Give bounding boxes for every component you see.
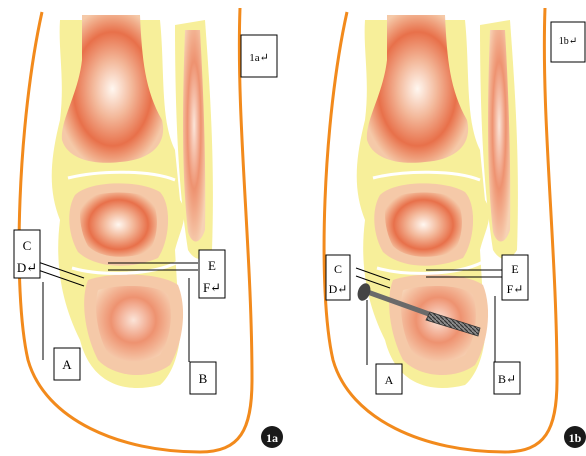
label-e-1a: E xyxy=(208,258,216,273)
label-a-1a: A xyxy=(62,357,72,372)
label-a-1b: A xyxy=(385,373,394,387)
label-e-1b: E xyxy=(511,262,518,276)
panel-1b: C D↵ E F↵ A B↵ 1b↵ 1b xyxy=(324,8,586,452)
panel-badge-text-1b: 1b xyxy=(569,431,582,445)
label-b-1a: B xyxy=(199,371,208,386)
label-f-1a: F↵ xyxy=(203,280,221,295)
label-d-1a: D↵ xyxy=(17,260,37,275)
label-c-1b: C xyxy=(334,262,342,276)
panel-1a: C D↵ E F↵ A B 1a↵ 1a xyxy=(14,8,283,452)
corner-label-1a: 1a↵ xyxy=(249,52,269,64)
label-f-1b: F↵ xyxy=(507,282,524,296)
label-b-1b: B↵ xyxy=(498,372,516,386)
label-d-1b: D↵ xyxy=(329,282,348,296)
corner-label-1b: 1b↵ xyxy=(559,36,577,47)
label-c-1a: C xyxy=(23,238,32,253)
panel-badge-text-1a: 1a xyxy=(266,431,278,445)
